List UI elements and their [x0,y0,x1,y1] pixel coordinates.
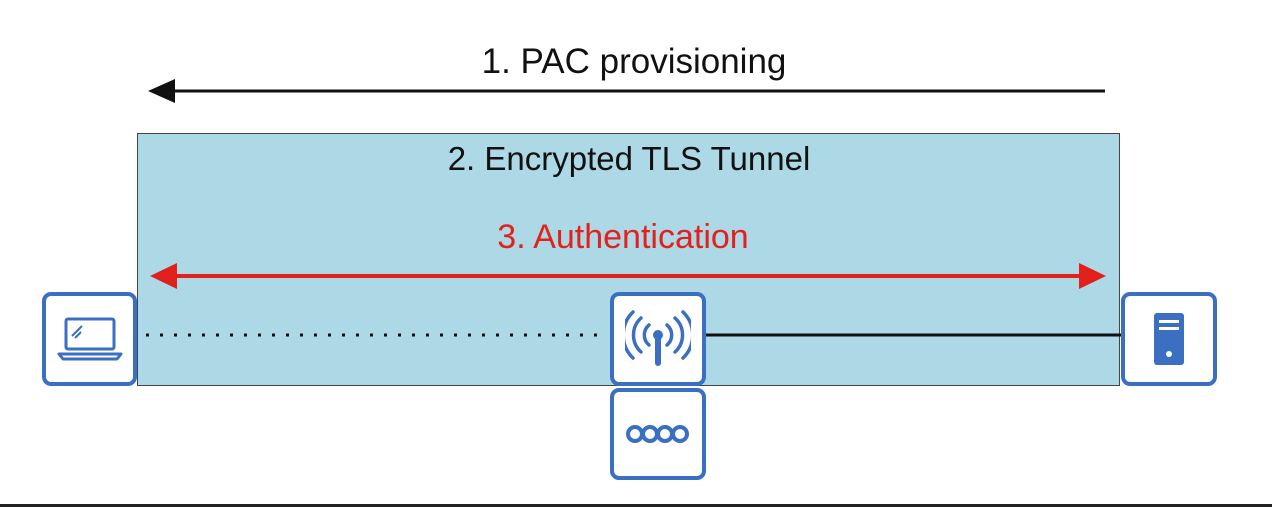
bottom-border [0,504,1272,507]
pac-arrow-head [148,79,175,103]
laptop-icon [57,317,122,361]
client-device [42,292,137,386]
access-point-device [610,292,706,386]
network-switch-icon [626,425,689,443]
authentication-label: 3. Authentication [497,218,749,256]
network-device [610,388,706,480]
authentication-server-device [1121,292,1217,386]
pac-provisioning-label: 1. PAC provisioning [481,42,787,81]
tls-tunnel-label: 2. Encrypted TLS Tunnel [447,140,811,177]
auth-arrow-head-right [1079,263,1106,289]
server-icon [1154,313,1184,365]
wireless-access-point-icon [625,310,691,366]
auth-arrow-head-left [150,263,177,289]
